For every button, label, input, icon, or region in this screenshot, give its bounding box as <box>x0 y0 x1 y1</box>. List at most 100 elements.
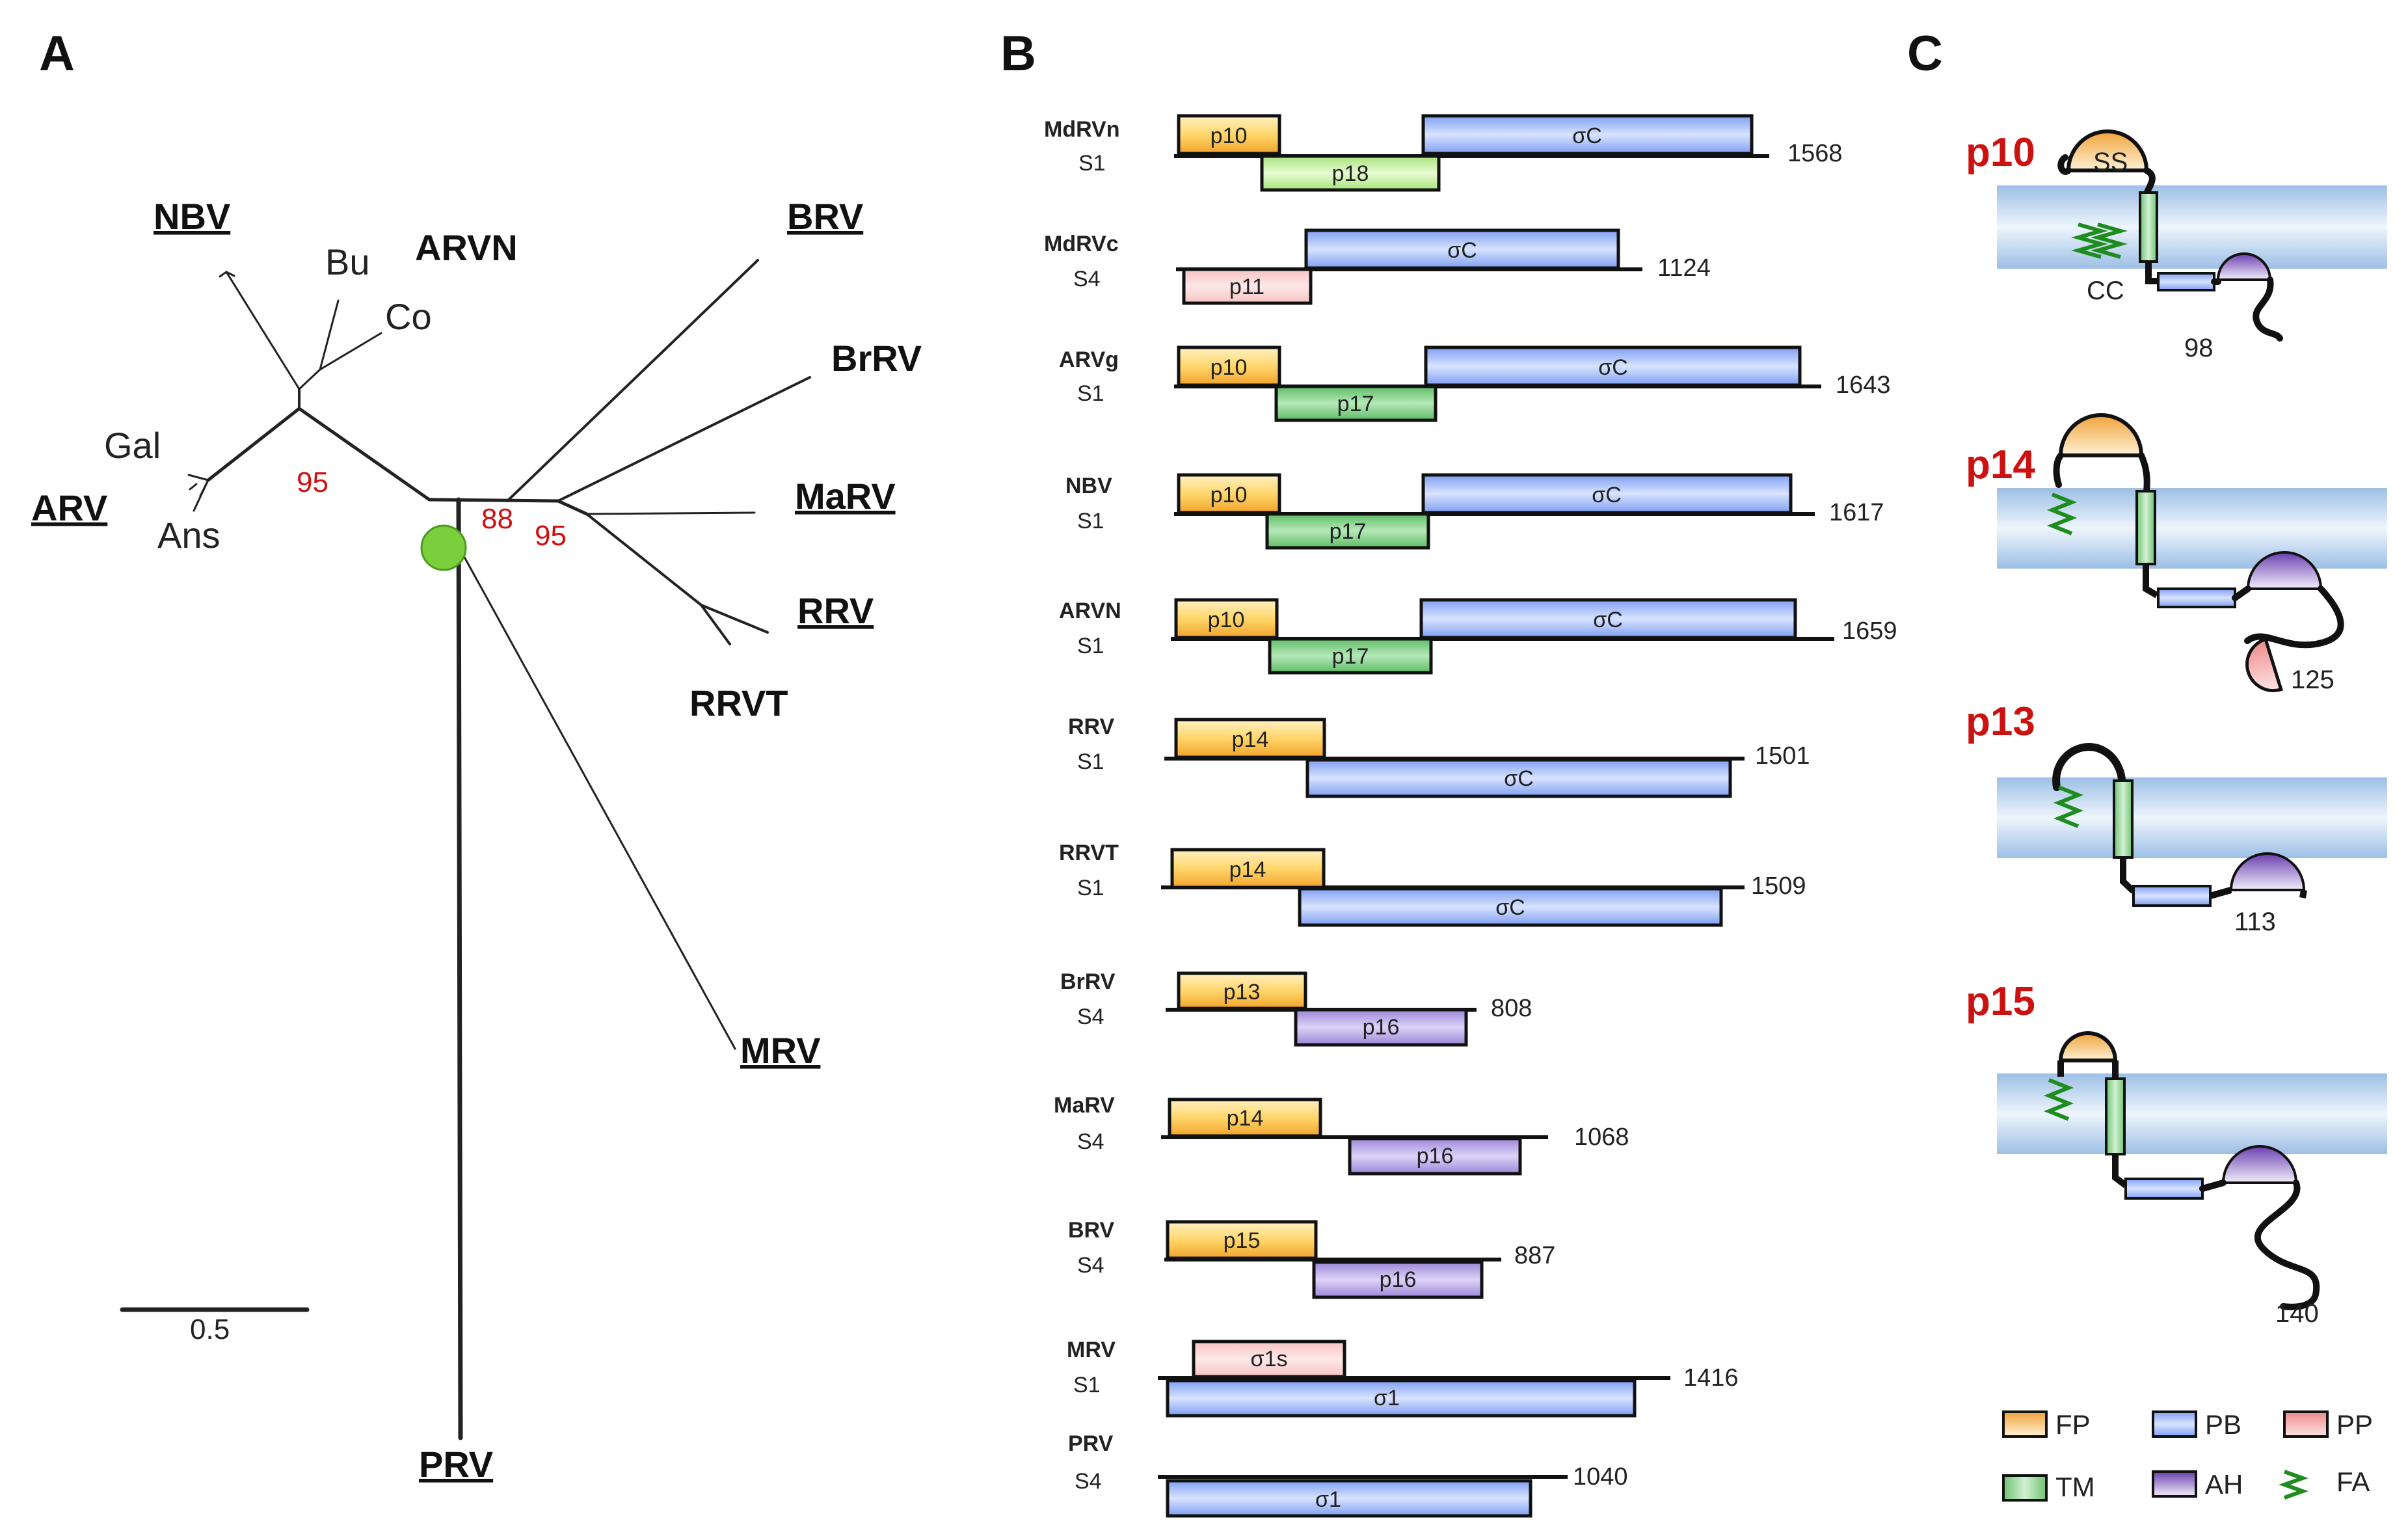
segment-row: RRV S1 p14 σC 1501 <box>1068 714 1810 798</box>
orf-label: σC <box>1572 124 1602 148</box>
panel-label-b: B <box>1000 26 1036 81</box>
virus-name: PRV <box>1068 1431 1114 1456</box>
orf-box-sigma <box>1166 1479 1532 1518</box>
backbone <box>2053 452 2150 494</box>
backbone <box>2209 887 2307 899</box>
orf-label: σC <box>1592 483 1622 507</box>
orf-box-sigma <box>1421 473 1793 515</box>
segment-name: S1 <box>1077 634 1104 658</box>
segment-diagrams: MdRVn S1 p10 p18 σC 1568 MdRVc S4 p11 σC… <box>1044 114 1897 1518</box>
protein-length: 98 <box>2184 334 2214 362</box>
backbone <box>2211 277 2283 342</box>
virus-name: MaRV <box>1054 1093 1115 1118</box>
backbone <box>2057 1060 2119 1080</box>
bootstrap-value-right-node: 95 <box>535 520 567 552</box>
segment-name: S1 <box>1073 1373 1101 1397</box>
orf-box-fast <box>1168 1098 1322 1138</box>
orf-label: σC <box>1598 355 1628 380</box>
segment-name: S1 <box>1077 749 1104 774</box>
backbone <box>2145 262 2158 284</box>
orf-box-fast <box>1177 473 1281 515</box>
fusion-peptide-loop <box>2066 129 2149 172</box>
panel-label-c: C <box>1907 26 1943 81</box>
taxon-label-marv: MaRV <box>795 476 896 517</box>
polyproline-region <box>2245 637 2283 692</box>
backbone <box>2112 1154 2128 1188</box>
membrane-bilayer <box>1997 185 2387 269</box>
amphipathic-helix <box>2221 1145 2298 1184</box>
protein-length: 113 <box>2234 908 2276 936</box>
taxon-label-brv: BRV <box>787 196 863 237</box>
virus-name: BRV <box>1068 1218 1114 1243</box>
polybasic-region <box>2124 1178 2204 1200</box>
fatty-acid-marks <box>2053 785 2084 828</box>
topology-p10: p10 SS CC 98 <box>1966 129 2387 362</box>
virus-name: MdRVn <box>1044 117 1119 142</box>
orf-box-fast <box>1177 114 1281 155</box>
phylogenetic-tree <box>120 259 811 1440</box>
fatty-acid-marks <box>2046 492 2078 535</box>
topology-p13: p13 113 <box>1966 699 2387 936</box>
segment-row: MdRVn S1 p10 p18 σC 1568 <box>1044 114 1843 192</box>
orf-box-fast <box>1182 267 1313 305</box>
orf-box-second <box>1312 1260 1484 1299</box>
segment-name: S1 <box>1078 151 1106 176</box>
orf-label: p11 <box>1229 275 1264 299</box>
topology-p15: p15 140 <box>1966 979 2387 1328</box>
orf-box-second <box>1348 1137 1522 1176</box>
virus-name: ARVg <box>1059 347 1119 372</box>
segment-row: NBV S1 p10 p17 σC 1617 <box>1065 473 1884 550</box>
taxon-label-arvn: ARVN <box>415 227 518 268</box>
taxon-label-rrv: RRV <box>797 590 874 631</box>
virus-name: NBV <box>1065 474 1112 498</box>
transmembrane-domain <box>2139 191 2158 263</box>
polybasic-region <box>2157 272 2215 291</box>
segment-name: S4 <box>1077 1253 1104 1278</box>
segment-row: MdRVc S4 p11 σC 1124 <box>1044 228 1711 305</box>
orf-box-sigma <box>1298 887 1723 927</box>
amphipathic-helix <box>2216 252 2272 281</box>
legend-swatch-pp <box>2283 1410 2329 1438</box>
orf-box-sigma <box>1421 114 1754 155</box>
orf-box-fast <box>1177 345 1281 387</box>
legend-label-tm: TM <box>2055 1472 2095 1502</box>
taxon-label-rrvt: RRVT <box>689 682 788 723</box>
orf-box-second <box>1274 384 1438 422</box>
orf-label: p17 <box>1332 644 1369 669</box>
taxon-label-prv: PRV <box>419 1444 493 1485</box>
legend-swatch-fa <box>2279 1470 2308 1500</box>
orf-box-sigma <box>1424 345 1802 387</box>
transmembrane-domain <box>2113 779 2134 859</box>
legend-swatch-fp <box>2002 1410 2048 1438</box>
orf-label: p10 <box>1211 483 1248 507</box>
legend: FP PB PP TM AH FA <box>2002 1409 2373 1502</box>
protein-name: p14 <box>1966 442 2035 487</box>
protein-name: p15 <box>1966 979 2035 1024</box>
orf-label: p16 <box>1363 1015 1400 1040</box>
orf-box-fast <box>1192 1340 1346 1379</box>
segment-length: 1617 <box>1829 499 1884 526</box>
segment-length: 1040 <box>1573 1463 1628 1491</box>
taxon-label-bu: Bu <box>325 241 370 282</box>
fatty-acid-marks <box>2071 223 2108 259</box>
orf-box-second <box>1294 1008 1468 1047</box>
orf-box-second <box>1265 512 1430 550</box>
segment-name: S4 <box>1073 267 1101 291</box>
segment-name: S4 <box>1077 1129 1104 1154</box>
segment-row: ARVN S1 p10 p17 σC 1659 <box>1059 598 1897 675</box>
taxon-label-arv: ARV <box>31 487 107 528</box>
virus-name: RRV <box>1068 714 1114 739</box>
segment-row: BrRV S4 p13 p16 808 <box>1060 969 1532 1047</box>
orf-box-fast <box>1170 848 1326 889</box>
orf-box-second <box>1260 154 1441 192</box>
legend-label-pp: PP <box>2336 1409 2373 1440</box>
orf-label: p15 <box>1224 1228 1261 1253</box>
orf-box-sigma <box>1305 758 1732 798</box>
polybasic-region <box>2157 587 2236 608</box>
virus-name: BrRV <box>1060 969 1116 994</box>
segment-name: S1 <box>1077 509 1104 533</box>
orf-label: σC <box>1504 766 1534 791</box>
taxon-label-co: Co <box>385 296 432 337</box>
legend-label-ah: AH <box>2205 1469 2243 1500</box>
